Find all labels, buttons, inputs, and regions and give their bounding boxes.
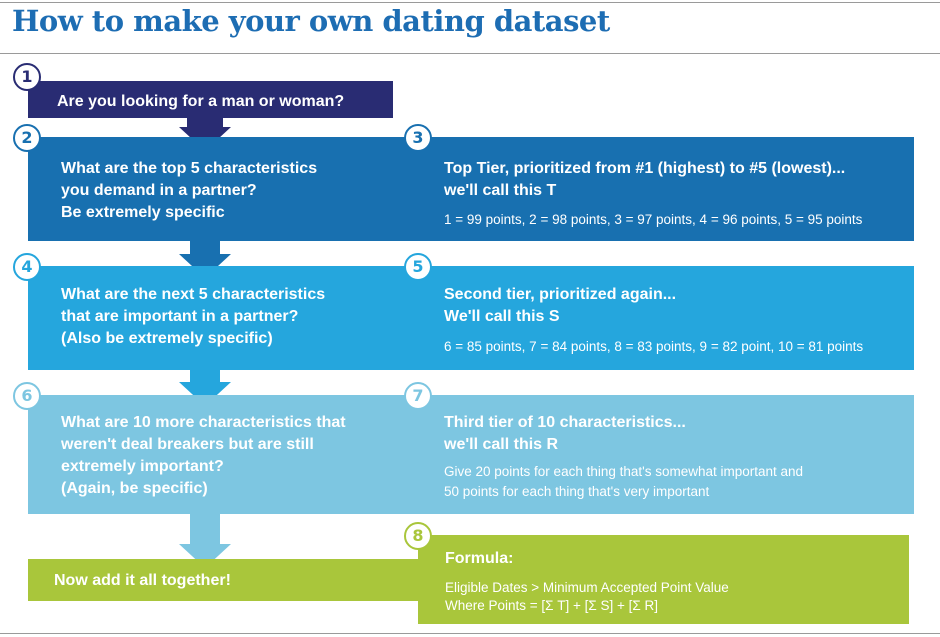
top-rule bbox=[0, 2, 940, 3]
step-7-line-1: Third tier of 10 characteristics... bbox=[444, 414, 686, 431]
step-5-box: Second tier, prioritized again... We'll … bbox=[420, 266, 914, 370]
arrow-step4-to-step6 bbox=[179, 370, 231, 406]
step-2-line-2: you demand in a partner? bbox=[61, 182, 257, 199]
step-3-number-badge: 3 bbox=[404, 124, 432, 152]
arrow-step6-to-final bbox=[179, 514, 231, 568]
step-2-line-1: What are the top 5 characteristics bbox=[61, 160, 318, 177]
step-4-box: What are the next 5 characteristics that… bbox=[28, 266, 388, 370]
connector-step8-final bbox=[388, 559, 418, 601]
step-7-detail-1: Give 20 points for each thing that's som… bbox=[444, 464, 804, 479]
step-7-detail-2: 50 points for each thing that's very imp… bbox=[444, 484, 710, 499]
step-5-number-badge: 5 bbox=[404, 253, 432, 281]
step-6-number-badge: 6 bbox=[13, 382, 41, 410]
page-title: How to make your own dating dataset bbox=[12, 4, 610, 38]
connector-step4-step5 bbox=[388, 266, 420, 370]
step-4-line-2: that are important in a partner? bbox=[61, 308, 299, 325]
step-4-line-1: What are the next 5 characteristics bbox=[61, 286, 326, 303]
step-3-box: Top Tier, prioritized from #1 (highest) … bbox=[420, 137, 914, 241]
step-5-detail: 6 = 85 points, 7 = 84 points, 8 = 83 poi… bbox=[444, 339, 864, 354]
step-8-detail-1: Eligible Dates > Minimum Accepted Point … bbox=[445, 580, 729, 595]
step-1-text: Are you looking for a man or woman? bbox=[57, 93, 345, 110]
step-8-heading: Formula: bbox=[445, 550, 514, 567]
bottom-rule bbox=[0, 633, 940, 634]
step-4-number-badge: 4 bbox=[13, 253, 41, 281]
step-3-line-1: Top Tier, prioritized from #1 (highest) … bbox=[444, 160, 846, 177]
arrow-step1-to-step2 bbox=[179, 118, 231, 151]
step-3-line-2: we'll call this T bbox=[444, 182, 557, 199]
step-6-box: What are 10 more characteristics that we… bbox=[28, 395, 388, 514]
step-3-detail: 1 = 99 points, 2 = 98 points, 3 = 97 poi… bbox=[444, 212, 863, 227]
step-8-box: Formula: Eligible Dates > Minimum Accept… bbox=[418, 535, 909, 624]
step-2-box: What are the top 5 characteristics you d… bbox=[28, 137, 388, 241]
step-6-line-1: What are 10 more characteristics that bbox=[61, 414, 346, 431]
step-4-line-3: (Also be extremely specific) bbox=[61, 330, 273, 347]
step-2-number-badge: 2 bbox=[13, 124, 41, 152]
step-5-line-1: Second tier, prioritized again... bbox=[444, 286, 677, 303]
arrow-step2-to-step4 bbox=[179, 241, 231, 278]
step-7-line-2: we'll call this R bbox=[444, 436, 559, 453]
step-5-line-2: We'll call this S bbox=[444, 308, 560, 325]
step-7-box: Third tier of 10 characteristics... we'l… bbox=[420, 395, 914, 514]
step-1-number-badge: 1 bbox=[13, 63, 41, 91]
final-box: Now add it all together! bbox=[28, 559, 388, 601]
title-rule bbox=[0, 53, 940, 54]
step-6-line-3: extremely important? bbox=[61, 458, 224, 475]
step-6-line-2: weren't deal breakers but are still bbox=[61, 436, 314, 453]
step-6-line-4: (Again, be specific) bbox=[61, 480, 208, 497]
step-2-line-3: Be extremely specific bbox=[61, 204, 225, 221]
step-1-box: Are you looking for a man or woman? bbox=[28, 81, 393, 118]
step-8-detail-2: Where Points = [Σ T] + [Σ S] + [Σ R] bbox=[445, 598, 658, 613]
connector-step6-step7 bbox=[388, 395, 420, 514]
step-8-number-badge: 8 bbox=[404, 522, 432, 550]
connector-step2-step3 bbox=[388, 137, 420, 241]
step-7-number-badge: 7 bbox=[404, 382, 432, 410]
final-text: Now add it all together! bbox=[54, 572, 231, 589]
